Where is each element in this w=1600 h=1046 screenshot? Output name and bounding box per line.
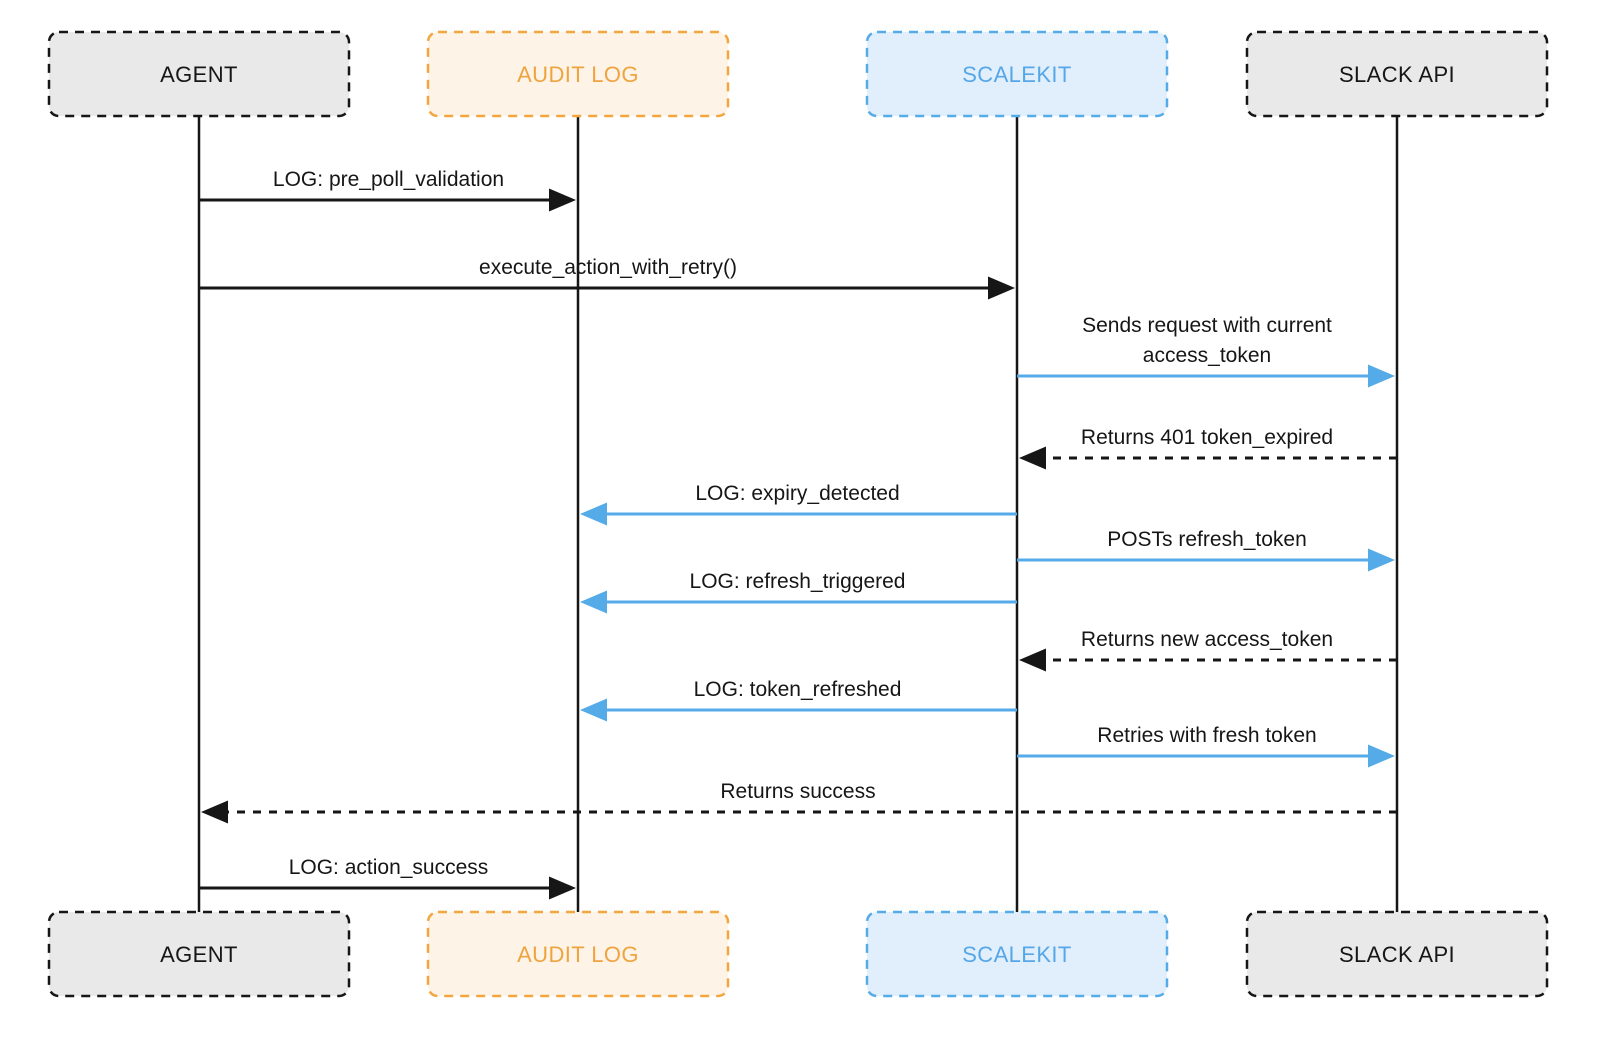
participant-box — [426, 30, 730, 118]
message-execute-action-with-retry: execute_action_with_retry() — [199, 256, 1015, 300]
message-returns-success: Returns success — [201, 780, 1397, 824]
message-label: LOG: action_success — [289, 856, 489, 879]
participant-label: SLACK API — [1339, 942, 1455, 967]
participant-box — [1245, 910, 1549, 998]
message-label: LOG: token_refreshed — [694, 678, 902, 701]
arrowhead-left-icon — [1019, 446, 1046, 470]
bottom-participant-auditlog: AUDIT LOG — [426, 910, 730, 998]
participant-label: SLACK API — [1339, 62, 1455, 87]
arrowhead-right-icon — [988, 276, 1015, 300]
message-returns-new-access-token: Returns new access_token — [1019, 628, 1397, 672]
participant-label: SCALEKIT — [962, 62, 1072, 87]
top-participant-scalekit: SCALEKIT — [865, 30, 1169, 118]
message-label: LOG: pre_poll_validation — [273, 168, 504, 191]
top-participant-slackapi: SLACK API — [1245, 30, 1549, 118]
participant-box — [1245, 30, 1549, 118]
arrowhead-left-icon — [201, 800, 228, 824]
top-participant-auditlog: AUDIT LOG — [426, 30, 730, 118]
arrowhead-left-icon — [580, 698, 607, 722]
participant-label: AGENT — [160, 942, 238, 967]
message-retries-with-fresh-token: Retries with fresh token — [1017, 724, 1395, 768]
participant-label: SCALEKIT — [962, 942, 1072, 967]
arrowhead-right-icon — [549, 188, 576, 212]
message-label: POSTs refresh_token — [1107, 528, 1307, 551]
message-log-expiry-detected: LOG: expiry_detected — [580, 482, 1017, 526]
message-returns-401-token-expired: Returns 401 token_expired — [1019, 426, 1397, 470]
message-log-token-refreshed: LOG: token_refreshed — [580, 678, 1017, 722]
participant-label: AUDIT LOG — [517, 942, 639, 967]
top-participant-agent: AGENT — [47, 30, 351, 118]
arrowhead-right-icon — [1368, 364, 1395, 388]
participant-label: AGENT — [160, 62, 238, 87]
message-label: LOG: refresh_triggered — [690, 570, 906, 593]
bottom-participant-agent: AGENT — [47, 910, 351, 998]
arrowhead-right-icon — [1368, 744, 1395, 768]
message-label: LOG: expiry_detected — [695, 482, 899, 505]
bottom-participant-slackapi: SLACK API — [1245, 910, 1549, 998]
bottom-participant-scalekit: SCALEKIT — [865, 910, 1169, 998]
participant-label: AUDIT LOG — [517, 62, 639, 87]
message-log-refresh-triggered: LOG: refresh_triggered — [580, 570, 1017, 614]
message-label: access_token — [1143, 344, 1271, 367]
message-sends-request-access-token: Sends request with current access_token — [1017, 314, 1395, 388]
participant-box — [865, 30, 1169, 118]
arrowhead-left-icon — [580, 502, 607, 526]
message-label: execute_action_with_retry() — [479, 256, 737, 279]
arrowhead-left-icon — [580, 590, 607, 614]
participant-box — [865, 910, 1169, 998]
participant-box — [426, 910, 730, 998]
message-log-action-success: LOG: action_success — [199, 856, 576, 900]
message-label: Returns success — [720, 780, 875, 803]
participant-box — [47, 30, 351, 118]
message-label: Returns new access_token — [1081, 628, 1333, 651]
message-label: Sends request with current — [1082, 314, 1332, 337]
arrowhead-left-icon — [1019, 648, 1046, 672]
message-log-pre-poll-validation: LOG: pre_poll_validation — [199, 168, 576, 212]
message-label: Retries with fresh token — [1097, 724, 1316, 747]
participant-box — [47, 910, 351, 998]
message-posts-refresh-token: POSTs refresh_token — [1017, 528, 1395, 572]
message-label: Returns 401 token_expired — [1081, 426, 1333, 449]
arrowhead-right-icon — [549, 876, 576, 900]
arrowhead-right-icon — [1368, 548, 1395, 572]
